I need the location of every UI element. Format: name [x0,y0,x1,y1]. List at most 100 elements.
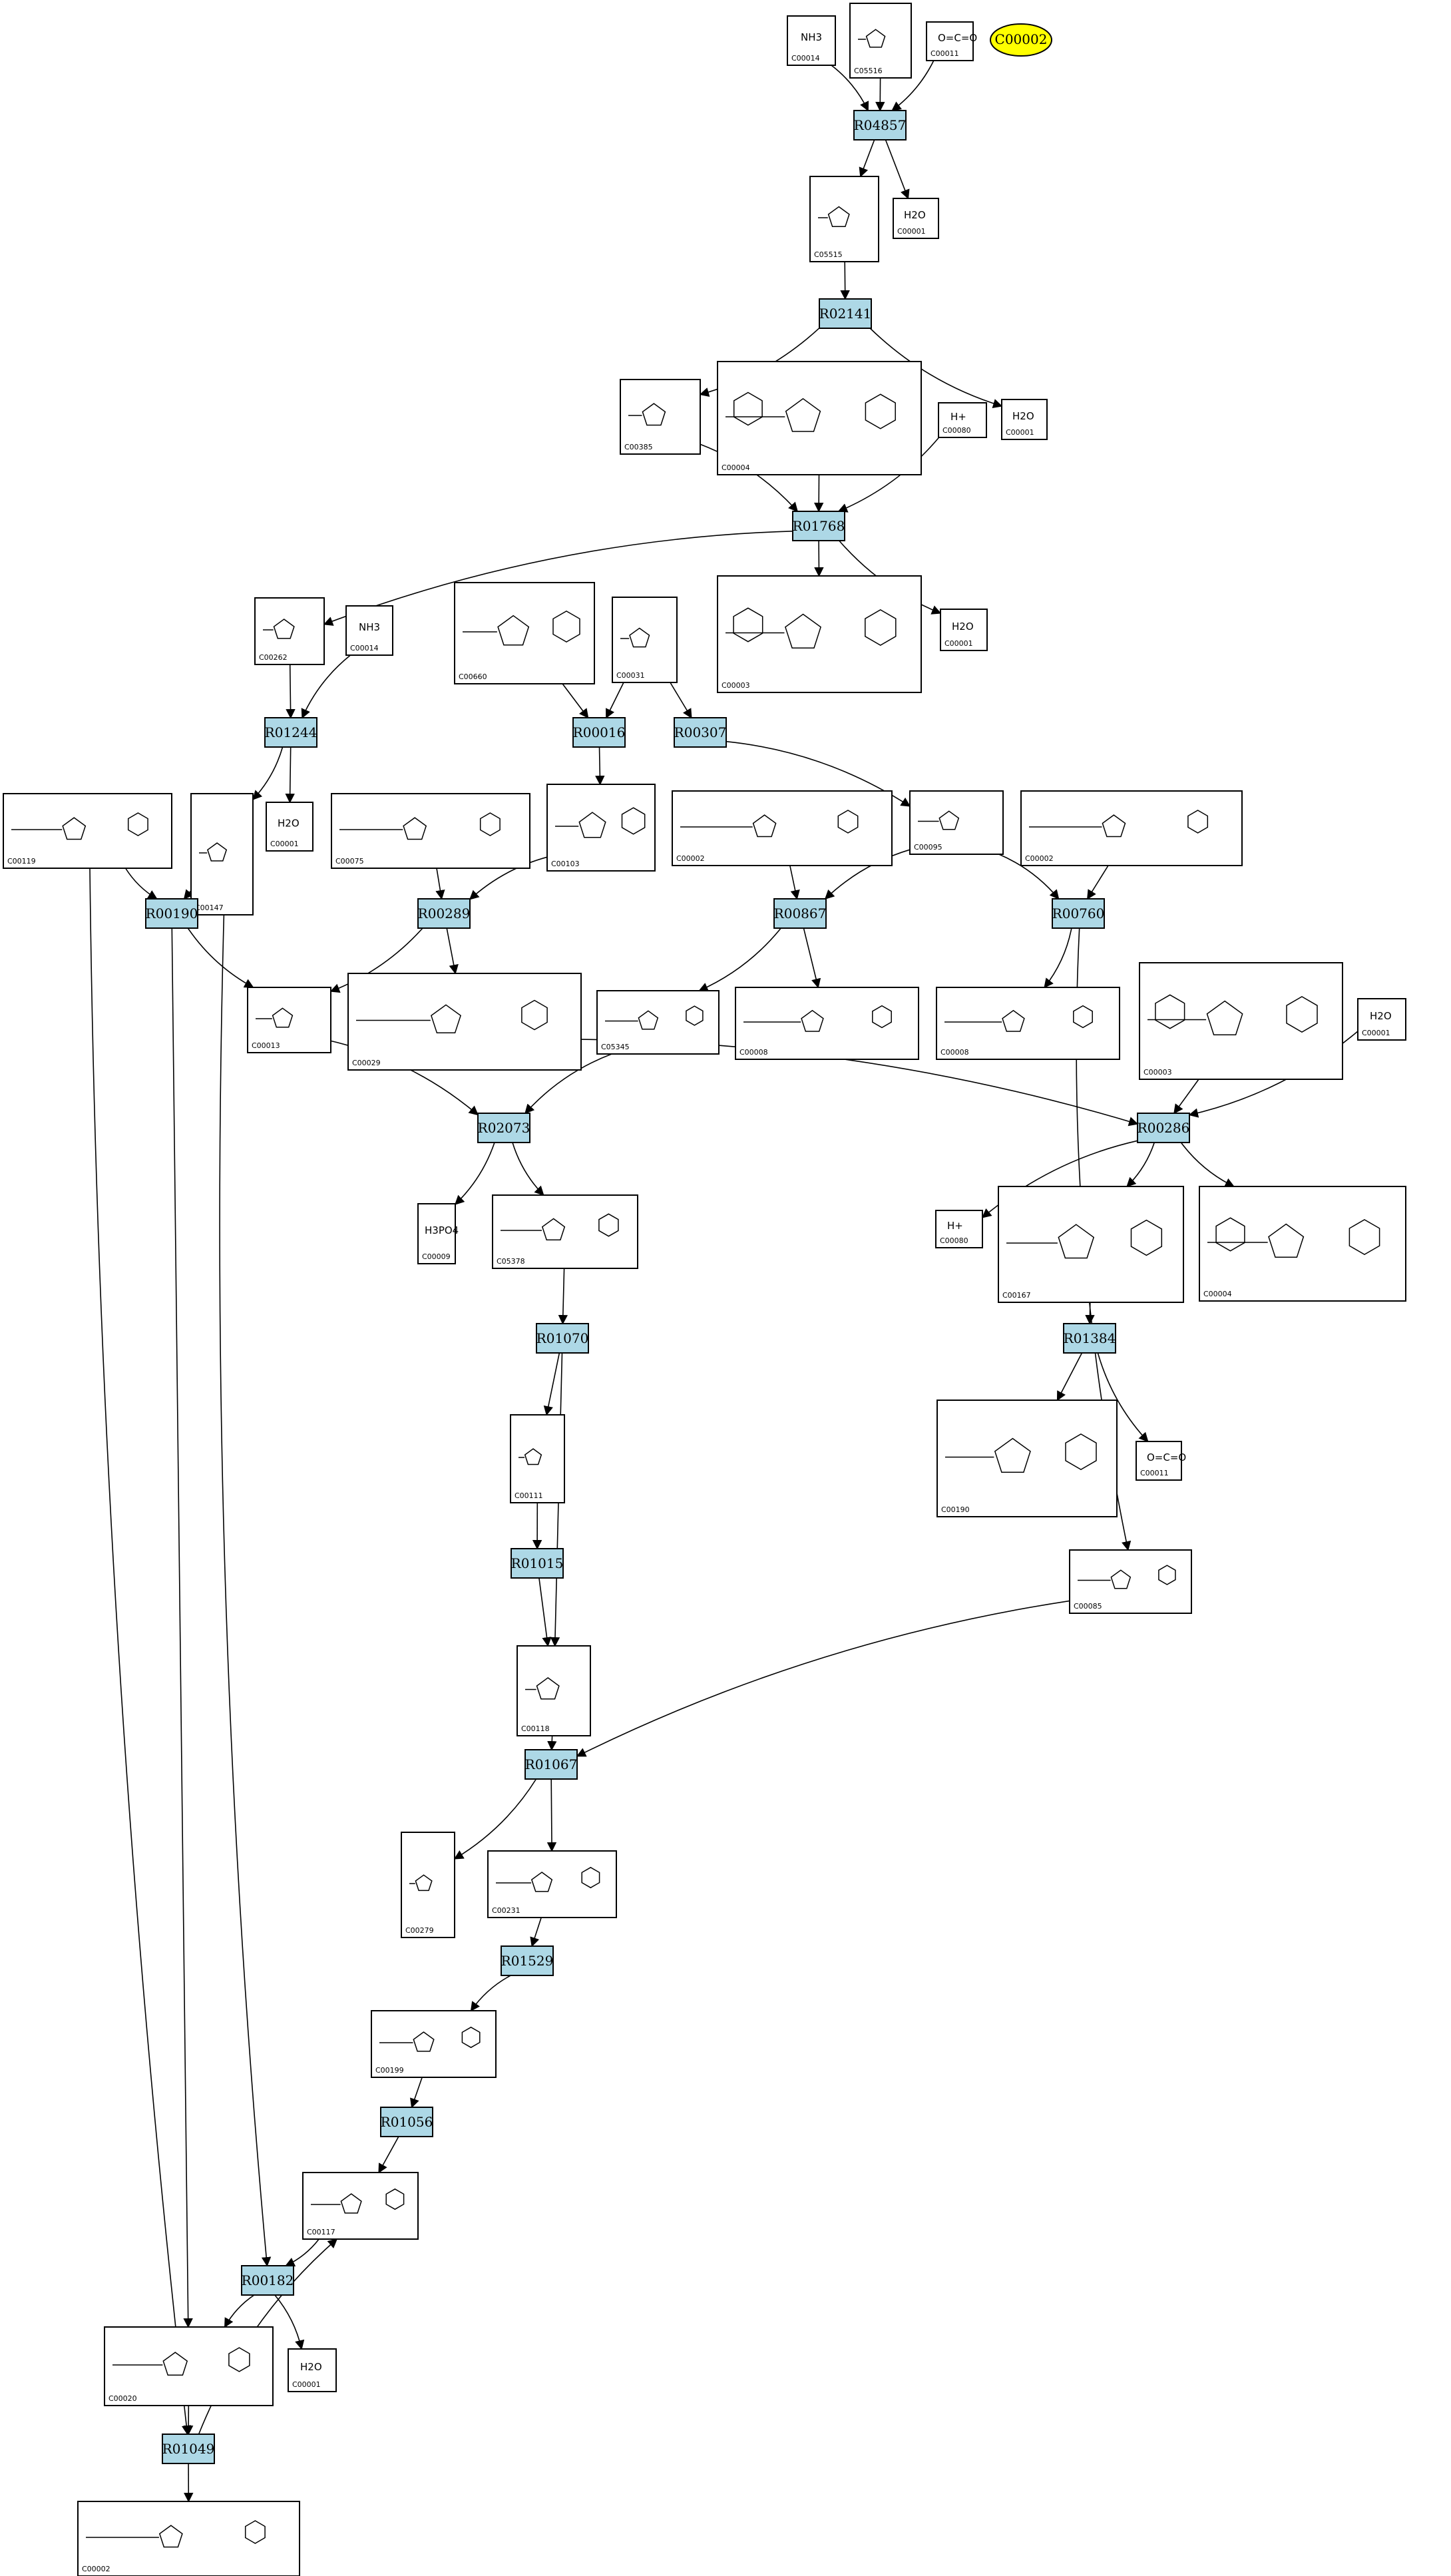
compound-node-c00002[interactable]: C00002 [672,790,893,866]
compound-node-c00103[interactable]: C00103 [546,784,656,872]
compound-id-label: C00020 [108,2394,137,2403]
reaction-box [511,1548,564,1579]
edge-R02141-n09 [869,328,1003,408]
compound-node-c00262[interactable]: C00262 [254,597,325,665]
compound-node-c00002[interactable]: C00002 [77,2501,300,2576]
compound-id-label: C00011 [1140,1469,1169,1477]
reaction-node-r00286[interactable]: R00286 [1137,1113,1190,1143]
edge-n08-R01768 [837,437,940,513]
compound-node-c00118[interactable]: C00118 [517,1645,591,1736]
compound-node-c00080[interactable]: H+C00080 [938,402,987,438]
edge-n01-R04857 [831,65,869,112]
structure-drawing [463,611,580,646]
ring-structure [1002,1009,1025,1032]
compound-node-c00075[interactable]: C00075 [331,793,530,869]
compound-node-c00167[interactable]: C00167 [998,1186,1184,1303]
compound-node-c00004[interactable]: C00004 [1199,1186,1406,1302]
compound-node-c00119[interactable]: C00119 [3,793,172,869]
ring-structure [629,627,650,648]
reaction-node-r01529[interactable]: R01529 [501,1945,554,1976]
edge-n17-R00182 [219,914,272,2267]
compound-node-c00003[interactable]: C00003 [717,575,922,693]
reaction-node-r00289[interactable]: R00289 [417,898,471,929]
reaction-node-r01070[interactable]: R01070 [536,1323,589,1354]
reaction-node-r01015[interactable]: R01015 [511,1548,564,1579]
compound-node-c00085[interactable]: C00085 [1069,1549,1192,1614]
ring-structure [479,812,501,836]
edge-R01056-n44 [378,2136,399,2174]
reaction-node-r00182[interactable]: R00182 [241,2265,294,2296]
compound-node-c00031[interactable]: C00031 [612,597,678,683]
reaction-box [241,2265,294,2296]
compound-node-c00190[interactable]: C00190 [936,1400,1118,1517]
compound-node-c00020[interactable]: C00020 [104,2326,274,2406]
compound-node-c00231[interactable]: C00231 [487,1850,617,1918]
compound-node-c05345[interactable]: C05345 [596,990,720,1055]
compound-id-label: C00002 [1025,854,1054,863]
compound-node-c00003[interactable]: C00003 [1139,962,1343,1080]
compound-id-label: C00119 [7,857,36,866]
reaction-node-r00190[interactable]: R00190 [145,898,198,929]
reaction-node-r01067[interactable]: R01067 [524,1749,578,1780]
compound-node-c00279[interactable]: C00279 [401,1832,455,1938]
compound-node-c00029[interactable]: C00029 [347,973,582,1071]
compound-node-c05378[interactable]: C05378 [492,1194,638,1269]
compound-box [612,597,678,683]
compound-node-c00002[interactable]: C00002 [1020,790,1243,866]
ring-structure [865,29,886,48]
highlight-node-c00002[interactable]: C00002 [990,23,1052,57]
reaction-node-r01244[interactable]: R01244 [264,717,317,748]
compound-node-c00004[interactable]: C00004 [717,361,922,475]
ring-structure [865,609,897,646]
ring-structure [686,1005,704,1026]
reaction-node-r00760[interactable]: R00760 [1052,898,1105,929]
compound-node-c00385[interactable]: C00385 [620,379,701,455]
pathway-nodes: NH3C00014C05516O=C=OC00011C05515H2OC0000… [3,3,1406,2576]
edge-n32-R01070 [558,1268,568,1325]
reaction-node-r01049[interactable]: R01049 [162,2434,215,2464]
compound-node-c00199[interactable]: C00199 [371,2010,497,2078]
ring-structure [872,1005,892,1029]
reaction-node-r00016[interactable]: R00016 [572,717,626,748]
reaction-node-r02073[interactable]: R02073 [477,1113,530,1143]
ring-structure [415,1874,433,1892]
compound-node-c00080[interactable]: H+C00080 [935,1210,983,1248]
compound-node-c00660[interactable]: C00660 [454,582,595,684]
compound-node-c00008[interactable]: C00008 [936,987,1120,1060]
structure-drawing: NH3 [801,31,822,43]
reaction-node-r04857[interactable]: R04857 [853,110,907,140]
reaction-node-r00867[interactable]: R00867 [773,898,827,929]
compound-node-c00117[interactable]: C00117 [302,2172,419,2240]
compound-node-c00008[interactable]: C00008 [735,987,919,1060]
reaction-node-r01384[interactable]: R01384 [1063,1323,1116,1354]
ring-structure [621,807,646,835]
compound-id-label: C00199 [375,2066,404,2075]
reaction-node-r02141[interactable]: R02141 [819,298,872,329]
ring-structure [385,2188,405,2210]
compound-box [909,790,1004,855]
compound-node-c00095[interactable]: C00095 [909,790,1004,855]
reaction-node-r01768[interactable]: R01768 [792,511,845,541]
reaction-box [477,1113,530,1143]
ring-structure [228,2347,250,2372]
compound-node-c00111[interactable]: C00111 [510,1414,565,1503]
compound-node-c05515[interactable]: C05515 [809,176,879,262]
reaction-node-r01056[interactable]: R01056 [380,2107,433,2137]
reaction-id-label: R00190 [146,905,198,921]
reaction-node-r00307[interactable]: R00307 [674,717,727,748]
compound-node-c05516[interactable]: C05516 [849,3,912,79]
compound-node-c00147[interactable]: C00147 [190,793,254,915]
compound-node-c00013[interactable]: C00013 [247,987,331,1053]
compound-id-label: C00075 [335,857,364,866]
